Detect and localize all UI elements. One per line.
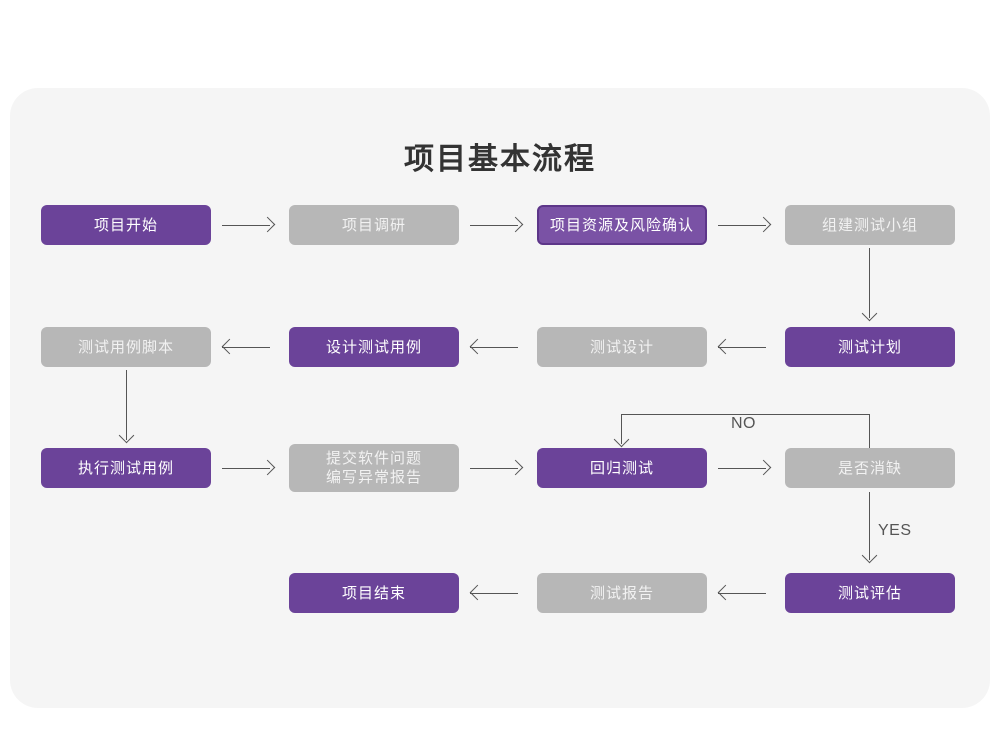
arrow-line-n2-n3: [470, 225, 518, 226]
edge-label-yes: YES: [878, 522, 912, 539]
arrow-line-n4-n8: [869, 248, 870, 318]
arrow-line-n7-n6: [470, 347, 518, 348]
node-execute-test-case[interactable]: 执行测试用例: [41, 448, 211, 488]
no-loop-left-segment: [621, 414, 622, 444]
node-test-case-script[interactable]: 测试用例脚本: [41, 327, 211, 367]
arrow-line-n12-n15: [869, 492, 870, 560]
arrow-line-n5-n9: [126, 370, 127, 440]
edge-label-no: NO: [731, 415, 756, 432]
page-title: 项目基本流程: [404, 143, 596, 176]
arrow-line-n3-n4: [718, 225, 766, 226]
arrow-line-n8-n7: [718, 347, 766, 348]
flowchart-card: [10, 88, 990, 708]
arrow-line-n6-n5: [222, 347, 270, 348]
arrow-line-n11-n12: [718, 468, 766, 469]
arrow-line-n15-n14: [718, 593, 766, 594]
arrow-line-n9-n10: [222, 468, 270, 469]
node-resource-risk-confirm[interactable]: 项目资源及风险确认: [537, 205, 707, 245]
node-test-report[interactable]: 测试报告: [537, 573, 707, 613]
no-loop-top-segment: [621, 414, 870, 415]
node-test-evaluation[interactable]: 测试评估: [785, 573, 955, 613]
node-test-design[interactable]: 测试设计: [537, 327, 707, 367]
arrow-line-n1-n2: [222, 225, 270, 226]
node-regression-test[interactable]: 回归测试: [537, 448, 707, 488]
node-submit-issue-report[interactable]: 提交软件问题 编写异常报告: [289, 444, 459, 492]
node-project-end[interactable]: 项目结束: [289, 573, 459, 613]
no-loop-right-segment: [869, 414, 870, 448]
node-project-research[interactable]: 项目调研: [289, 205, 459, 245]
arrow-line-n10-n11: [470, 468, 518, 469]
node-form-test-team[interactable]: 组建测试小组: [785, 205, 955, 245]
arrow-line-n14-n13: [470, 593, 518, 594]
node-test-plan[interactable]: 测试计划: [785, 327, 955, 367]
node-design-test-case[interactable]: 设计测试用例: [289, 327, 459, 367]
node-defect-cleared[interactable]: 是否消缺: [785, 448, 955, 488]
node-project-start[interactable]: 项目开始: [41, 205, 211, 245]
